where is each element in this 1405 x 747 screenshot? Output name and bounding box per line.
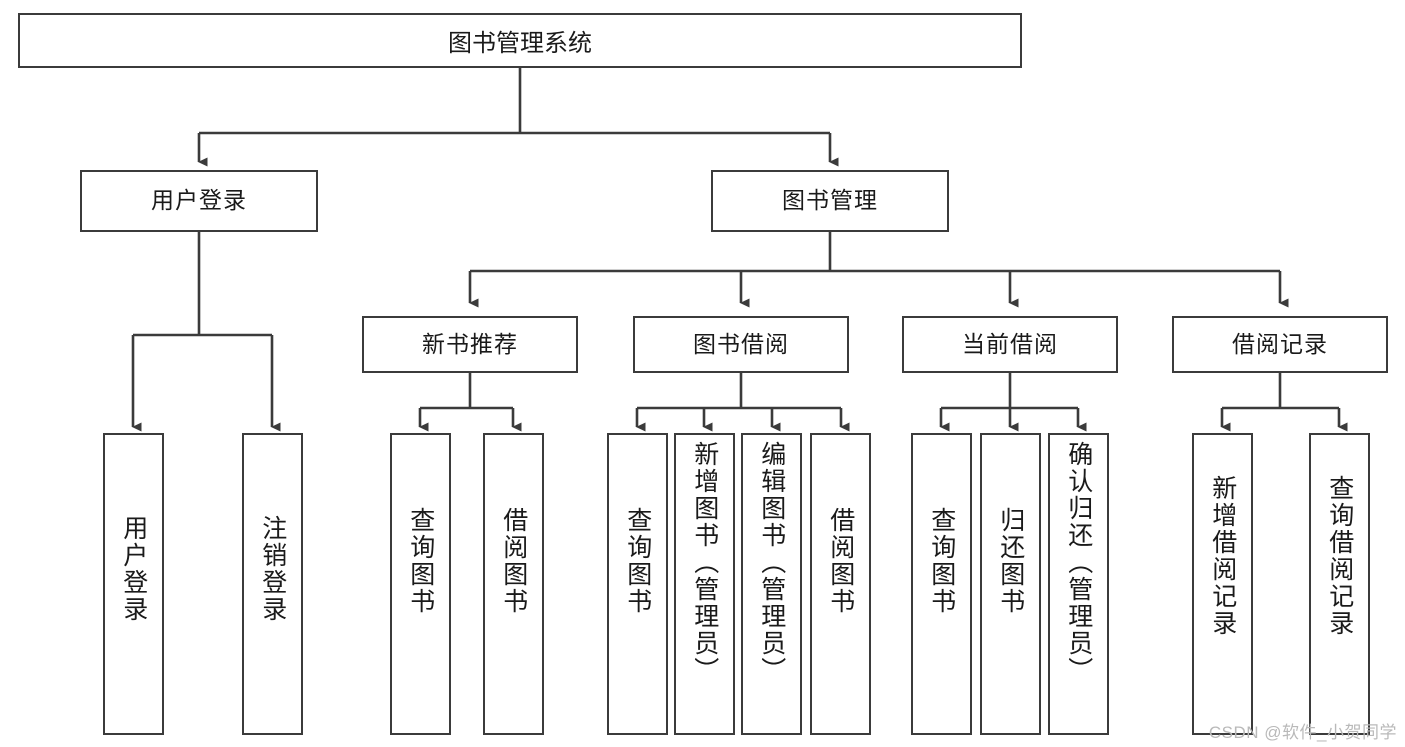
node-leaf-return-book[interactable]: 归还图书 [980,433,1041,735]
node-label: 查询图书 [927,507,956,615]
node-leaf-borrow-book-2[interactable]: 借阅图书 [810,433,871,735]
node-label: 借阅图书 [826,507,855,615]
node-label: 用户登录 [119,515,148,623]
node-label: 注销登录 [258,515,287,623]
node-leaf-query-book-1[interactable]: 查询图书 [390,433,451,735]
node-borrow-record[interactable]: 借阅记录 [1172,316,1388,373]
node-leaf-add-book[interactable]: 新增图书（管理员） [674,433,735,735]
node-book-management[interactable]: 图书管理 [711,170,949,232]
node-label: 当前借阅 [962,330,1058,357]
node-label: 查询借阅记录 [1325,475,1354,637]
node-label: 新增图书（管理员） [690,441,719,684]
node-leaf-borrow-book-1[interactable]: 借阅图书 [483,433,544,735]
node-label: 确认归还（管理员） [1064,441,1093,684]
node-label: 新书推荐 [422,330,518,357]
node-label: 编辑图书（管理员） [757,441,786,684]
node-new-book-recommend[interactable]: 新书推荐 [362,316,578,373]
node-leaf-add-record[interactable]: 新增借阅记录 [1192,433,1253,735]
node-book-borrow[interactable]: 图书借阅 [633,316,849,373]
node-label: 图书管理 [782,187,878,214]
node-label: 查询图书 [406,507,435,615]
node-label: 图书管理系统 [448,30,592,57]
node-label: 借阅图书 [499,507,528,615]
watermark: CSDN @软件_小贺同学 [1208,723,1397,742]
node-label: 图书借阅 [693,330,789,357]
node-current-borrow[interactable]: 当前借阅 [902,316,1118,373]
node-book-management-system[interactable]: 图书管理系统 [18,13,1022,68]
node-leaf-logout-login[interactable]: 注销登录 [242,433,303,735]
node-user-login[interactable]: 用户登录 [80,170,318,232]
node-leaf-query-book-3[interactable]: 查询图书 [911,433,972,735]
node-leaf-query-record[interactable]: 查询借阅记录 [1309,433,1370,735]
node-leaf-confirm-return[interactable]: 确认归还（管理员） [1048,433,1109,735]
node-label: 用户登录 [151,187,247,214]
node-leaf-edit-book[interactable]: 编辑图书（管理员） [741,433,802,735]
node-label: 借阅记录 [1232,330,1328,357]
node-label: 归还图书 [996,507,1025,615]
node-leaf-query-book-2[interactable]: 查询图书 [607,433,668,735]
node-leaf-user-login[interactable]: 用户登录 [103,433,164,735]
node-label: 新增借阅记录 [1208,475,1237,637]
node-label: 查询图书 [623,507,652,615]
